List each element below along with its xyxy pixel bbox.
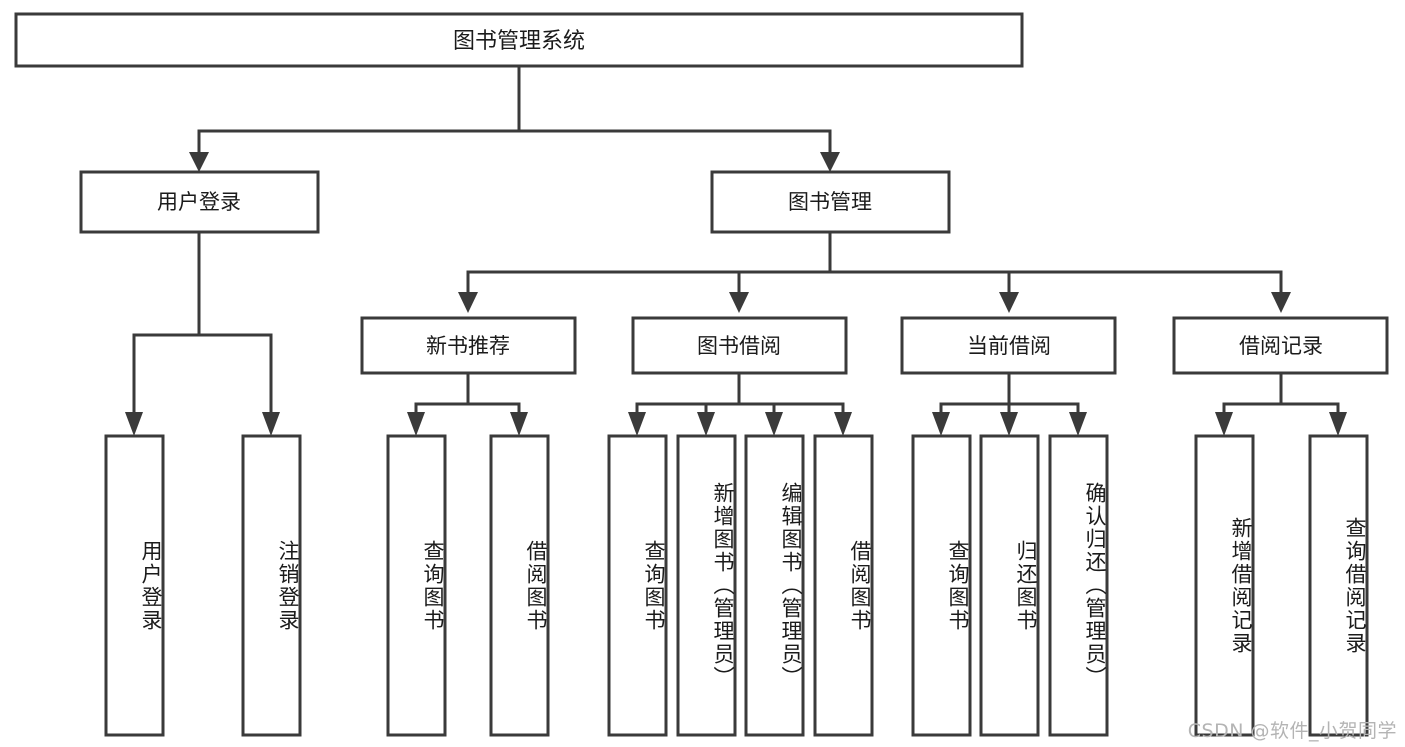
leaf-box-borrow-records-1[interactable] <box>1308 434 1369 737</box>
leaf-box-book-borrow-0[interactable] <box>607 434 668 737</box>
node-current-borrow-label: 当前借阅 <box>967 334 1051 358</box>
leaf-box-book-borrow-1[interactable] <box>676 434 737 737</box>
node-root-label: 图书管理系统 <box>453 29 585 54</box>
node-borrow-records-box[interactable] <box>1172 316 1389 375</box>
arrow-icon-level3-3 <box>1271 292 1291 313</box>
arrow-icon-book-borrow-3 <box>834 412 852 436</box>
leaf-box-user-login-0[interactable] <box>104 434 165 737</box>
node-borrow-records-label: 借阅记录 <box>1239 334 1323 358</box>
leaf-box-user-login-1[interactable] <box>241 434 302 737</box>
node-new-book-recommend-box[interactable] <box>360 316 577 375</box>
leaf-box-current-borrow-2[interactable] <box>1048 434 1109 737</box>
arrow-icon-book-borrow-0 <box>628 412 646 436</box>
arrow-icon-level3-1 <box>729 292 749 313</box>
arrow-icon-user-login-1 <box>262 412 280 436</box>
leaf-box-new-book-0[interactable] <box>386 434 447 737</box>
node-new-book-recommend-label: 新书推荐 <box>426 334 510 358</box>
arrow-icon-level3-2 <box>999 292 1019 313</box>
arrow-icon-borrow-records-1 <box>1329 412 1347 436</box>
node-book-borrow-box[interactable] <box>631 316 848 375</box>
arrow-icon-current-borrow-2 <box>1069 412 1087 436</box>
node-book-borrow[interactable]: 图书借阅 <box>631 316 848 375</box>
arrow-icon-new-book-1 <box>510 412 528 436</box>
node-root[interactable]: 图书管理系统 <box>14 12 1024 68</box>
watermark-text: CSDN @软件_小贺同学 <box>1187 720 1397 742</box>
arrow-icon-borrow-records-0 <box>1215 412 1233 436</box>
arrow-icon-book-borrow-1 <box>697 412 715 436</box>
node-borrow-records[interactable]: 借阅记录 <box>1172 316 1389 375</box>
node-current-borrow[interactable]: 当前借阅 <box>900 316 1117 375</box>
arrow-icon-current-borrow-0 <box>932 412 950 436</box>
arrow-icon-level2-1 <box>820 152 840 172</box>
arrow-icon-current-borrow-1 <box>1000 412 1018 436</box>
arrow-icon-book-borrow-2 <box>765 412 783 436</box>
leaf-box-new-book-1[interactable] <box>489 434 550 737</box>
node-root-box[interactable] <box>14 12 1024 68</box>
node-new-book-recommend[interactable]: 新书推荐 <box>360 316 577 375</box>
node-user-login[interactable]: 用户登录 <box>79 170 320 234</box>
leaf-box-borrow-records-0[interactable] <box>1194 434 1255 737</box>
leaf-box-book-borrow-3[interactable] <box>813 434 874 737</box>
node-book-management-box[interactable] <box>710 170 951 234</box>
node-book-borrow-label: 图书借阅 <box>697 334 781 358</box>
node-user-login-label: 用户登录 <box>157 190 241 214</box>
leaf-box-current-borrow-1[interactable] <box>979 434 1040 737</box>
arrow-icon-new-book-0 <box>407 412 425 436</box>
arrow-icon-user-login-0 <box>125 412 143 436</box>
arrow-icon-level3-0 <box>458 292 478 313</box>
leaf-box-current-borrow-0[interactable] <box>911 434 972 737</box>
node-book-management[interactable]: 图书管理 <box>710 170 951 234</box>
leaf-box-book-borrow-2[interactable] <box>744 434 805 737</box>
node-current-borrow-box[interactable] <box>900 316 1117 375</box>
arrow-icon-level2-0 <box>189 152 209 172</box>
node-book-management-label: 图书管理 <box>788 190 872 214</box>
